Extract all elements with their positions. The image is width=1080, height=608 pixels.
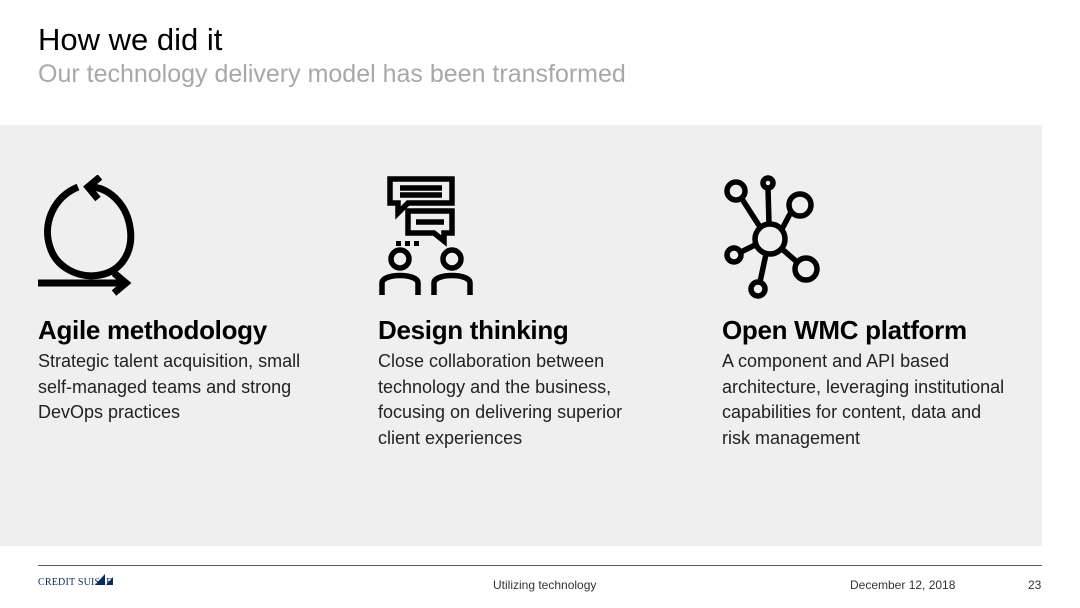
content-panel: Agile methodology Strategic talent acqui… bbox=[0, 125, 1042, 546]
footer-section-title: Utilizing technology bbox=[493, 578, 597, 592]
column-body: A component and API based architecture, … bbox=[722, 351, 1005, 448]
design-thinking-icon bbox=[379, 176, 473, 295]
column-heading: Open WMC platform bbox=[722, 315, 967, 345]
page-number: 23 bbox=[1028, 578, 1042, 592]
column-body: Close collaboration between technology a… bbox=[378, 351, 623, 448]
sails-icon bbox=[95, 574, 113, 585]
column-heading: Design thinking bbox=[378, 315, 569, 345]
column-heading: Agile methodology bbox=[38, 315, 267, 345]
agile-cycle-icon bbox=[38, 175, 135, 296]
footer-divider bbox=[38, 565, 1042, 566]
network-hub-icon bbox=[724, 175, 820, 299]
logo-text: CREDIT SUISSE bbox=[38, 577, 113, 588]
credit-suisse-logo: CREDIT SUISSE bbox=[38, 572, 118, 592]
column-body: Strategic talent acquisition, small self… bbox=[38, 351, 301, 422]
footer-date: December 12, 2018 bbox=[850, 578, 956, 592]
page-title: How we did it bbox=[38, 22, 223, 57]
page-subtitle: Our technology delivery model has been t… bbox=[38, 60, 626, 88]
